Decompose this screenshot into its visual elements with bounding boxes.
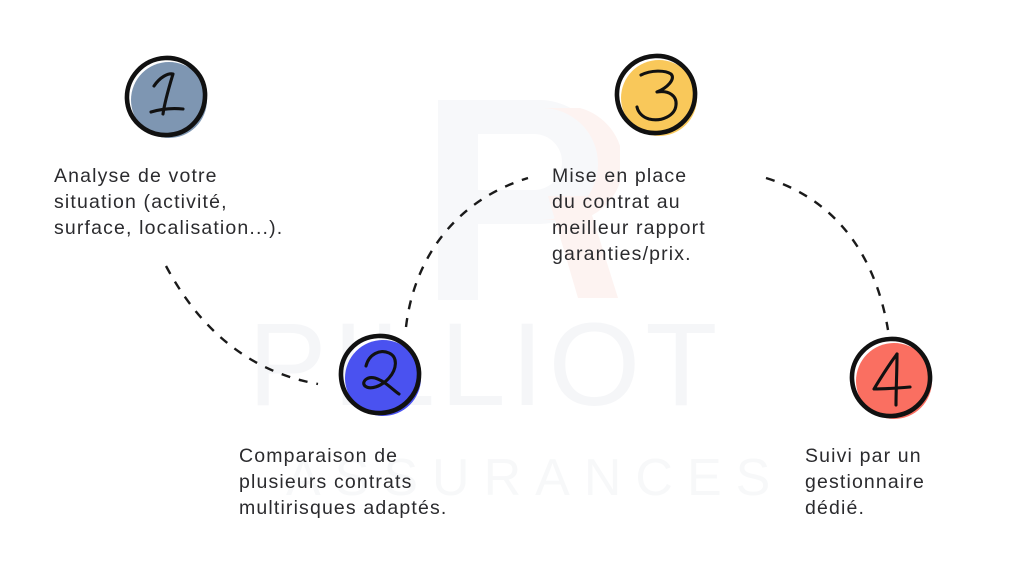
step-badge-3 <box>603 44 707 148</box>
step-caption-3: Mise en place du contrat au meilleur rap… <box>552 165 706 265</box>
step-caption-1: Analyse de votre situation (activité, su… <box>54 165 284 239</box>
connector-step3-to-step4 <box>765 176 890 331</box>
step-caption-2: Comparaison de plusieurs contrats multir… <box>239 445 448 519</box>
connector-step2-to-step3 <box>404 176 529 328</box>
connector-step1-to-step2 <box>164 265 319 386</box>
step-badge-2 <box>327 324 431 428</box>
step-caption-4: Suivi par un gestionnaire dédié. <box>805 445 926 519</box>
step-badge-4 <box>838 327 942 431</box>
step-badge-1 <box>113 46 217 150</box>
